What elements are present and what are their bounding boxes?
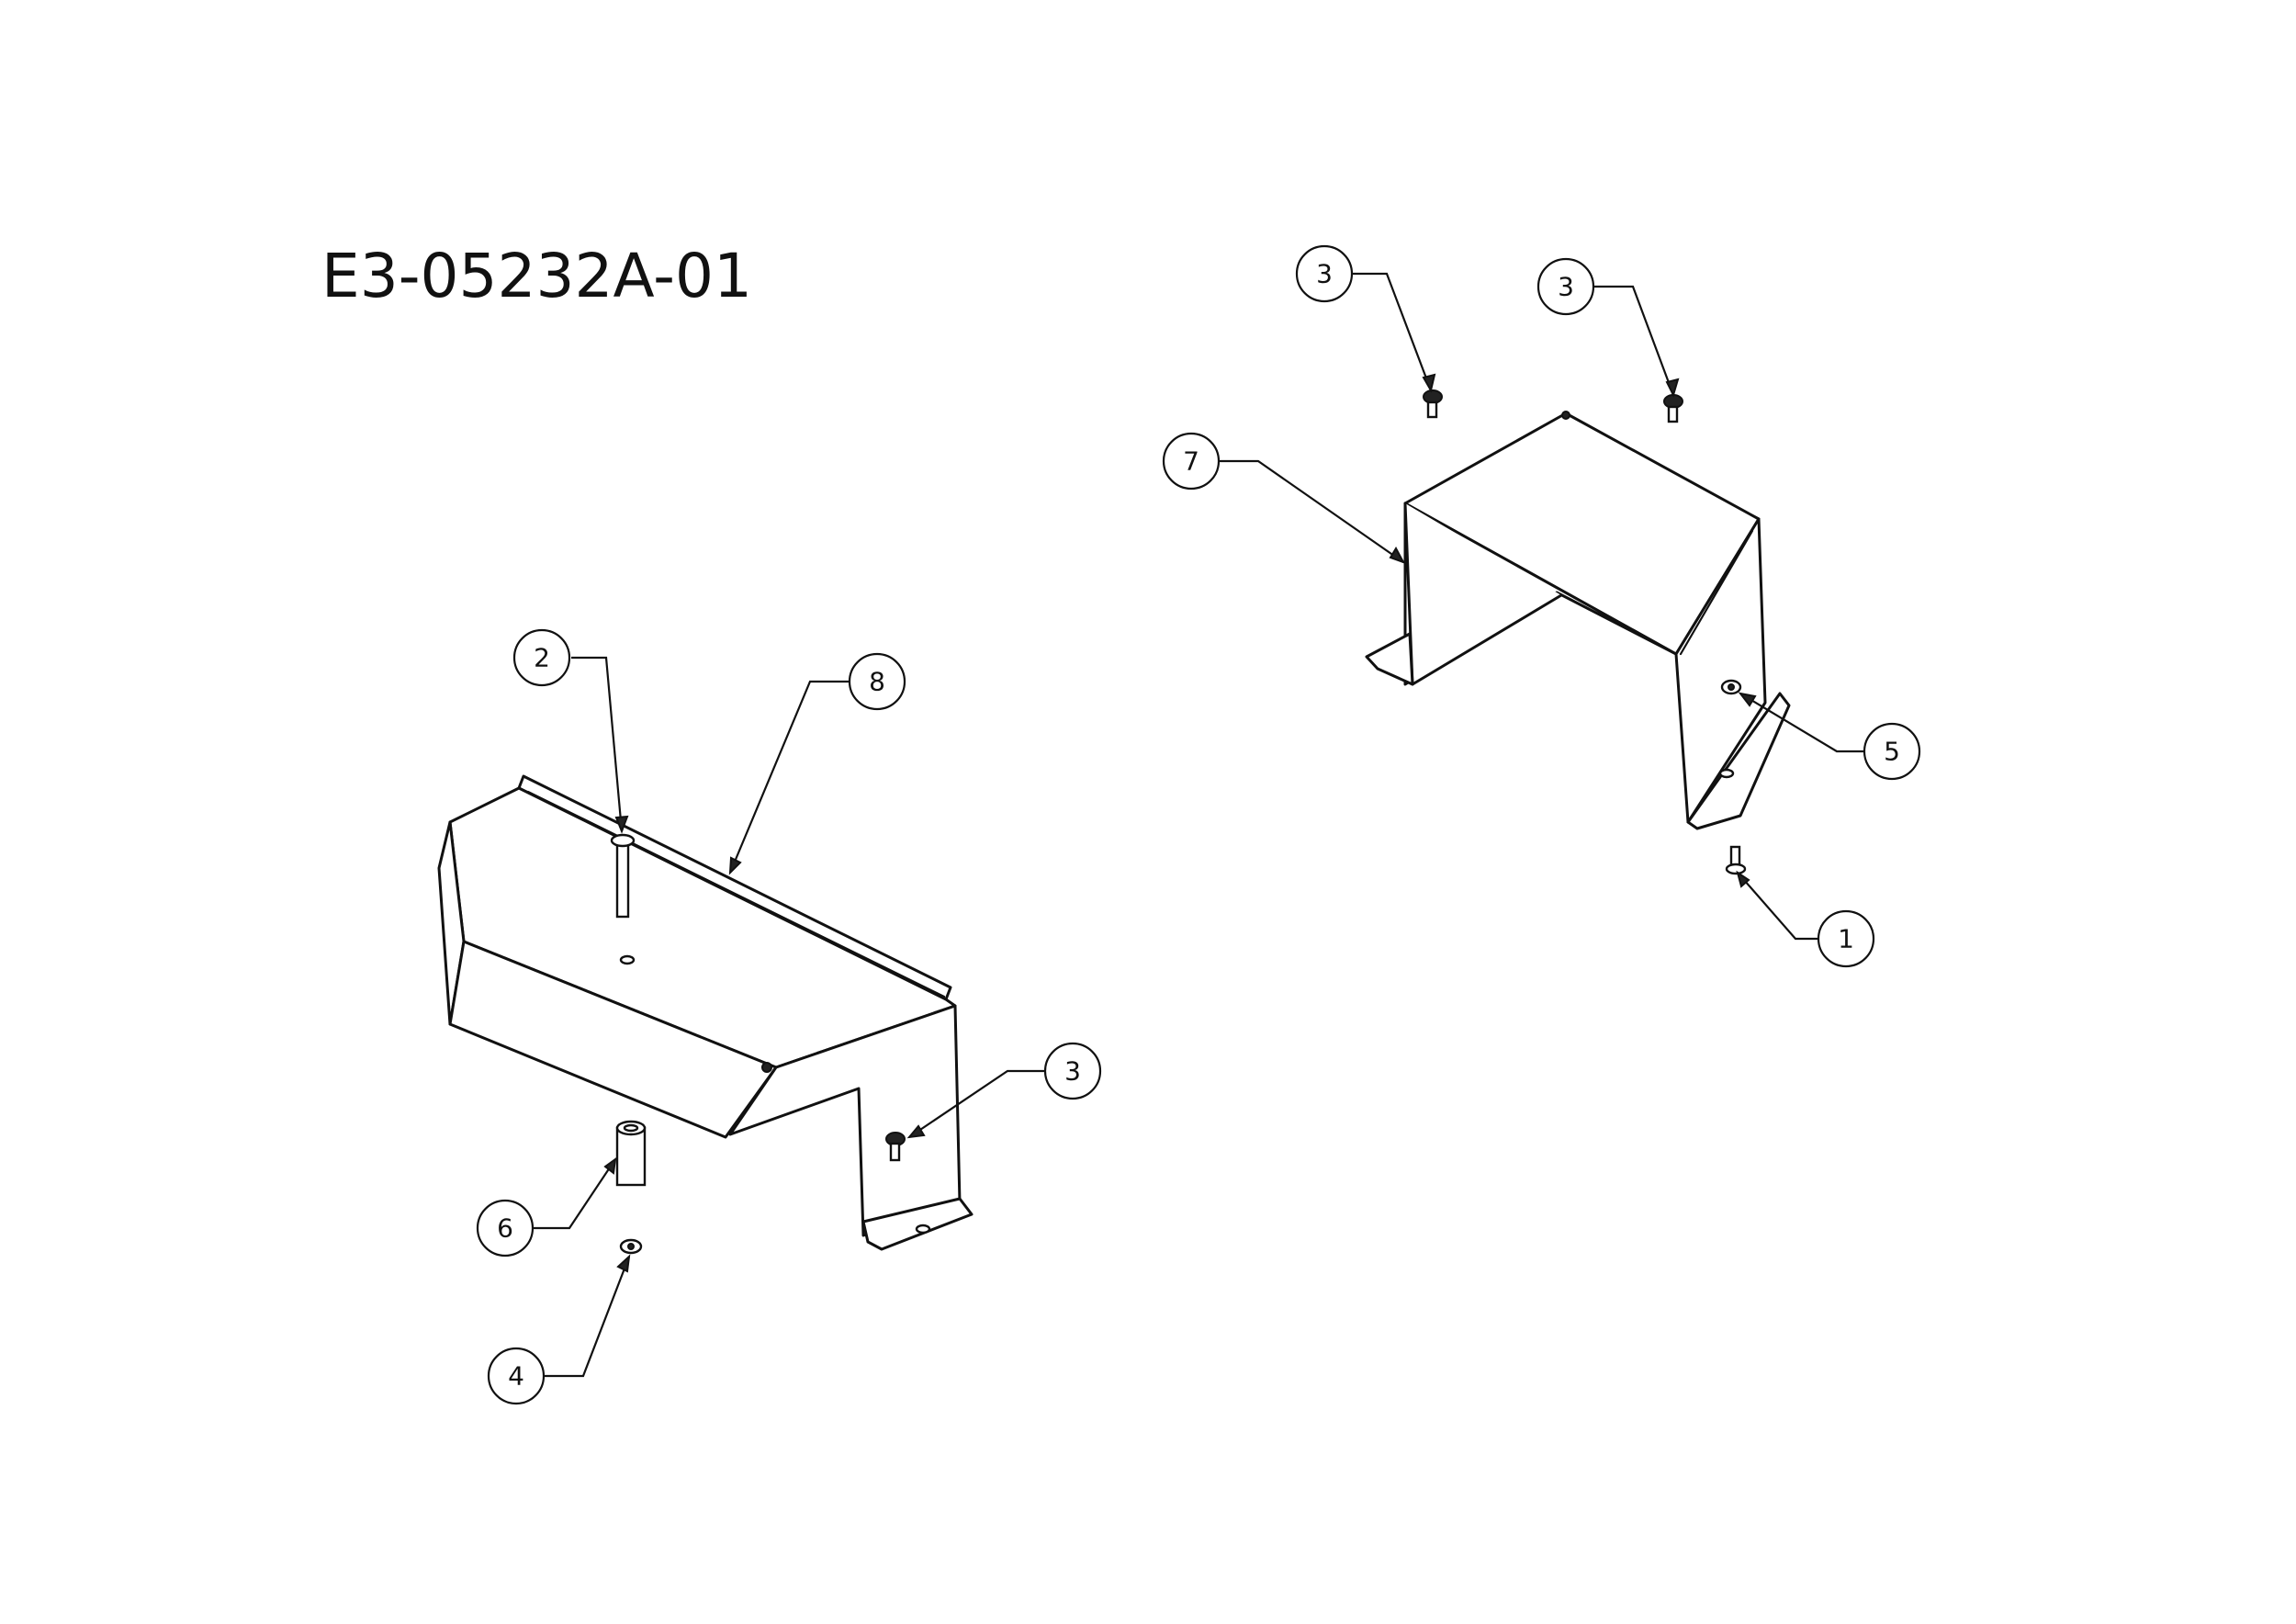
part-5-nut (1720, 679, 1742, 695)
callout-6: 6 (476, 1199, 535, 1257)
diagram-title: E3-05232A-01 (321, 241, 752, 311)
svg-text:2: 2 (534, 643, 550, 673)
callout-2: 2 (512, 628, 571, 687)
part-3-nut-left (885, 1132, 906, 1162)
svg-text:7: 7 (1183, 446, 1199, 477)
svg-text:6: 6 (497, 1213, 513, 1244)
svg-text:3: 3 (1316, 259, 1333, 289)
part-4-nut (619, 1238, 643, 1255)
callout-3-top-b: 3 (1536, 257, 1595, 316)
svg-text:3: 3 (1558, 272, 1574, 302)
svg-text:3: 3 (1064, 1056, 1081, 1087)
part-3-nut-top-a (1423, 389, 1443, 419)
callout-1: 1 (1817, 909, 1875, 968)
part-3-nut-top-b (1663, 394, 1683, 423)
part-6-spacer (615, 1120, 647, 1187)
callout-3-top-a: 3 (1295, 244, 1354, 303)
callout-7: 7 (1162, 432, 1221, 491)
leader-arrowheads (603, 373, 1757, 1273)
part-7-hood (1365, 411, 1791, 830)
callout-5: 5 (1863, 722, 1921, 781)
svg-text:1: 1 (1838, 924, 1854, 954)
svg-text:5: 5 (1884, 737, 1900, 767)
part-8-cover (437, 774, 974, 1251)
callout-3-left: 3 (1043, 1042, 1102, 1100)
callout-4: 4 (487, 1347, 546, 1405)
part-2-bolt (610, 833, 636, 919)
svg-text:4: 4 (508, 1361, 524, 1392)
part-1-screw (1725, 845, 1747, 875)
svg-text:8: 8 (869, 667, 885, 697)
callout-8: 8 (848, 652, 906, 711)
